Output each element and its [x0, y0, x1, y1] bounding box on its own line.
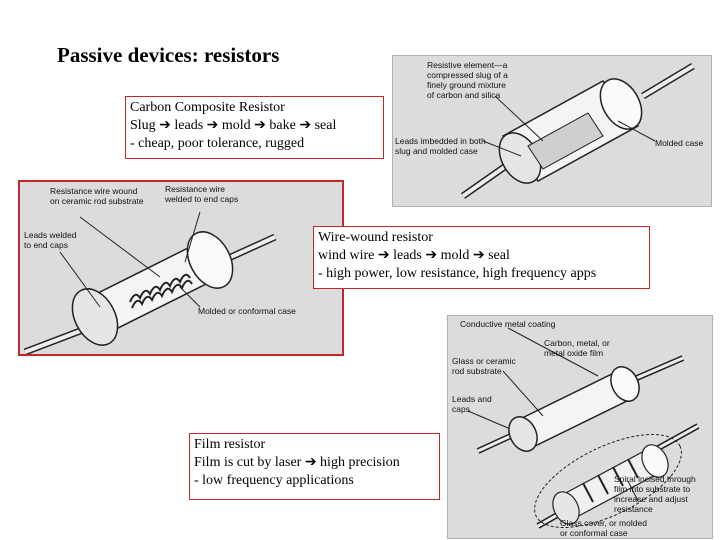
carbon-caption-title: Carbon Composite Resistor	[130, 100, 285, 115]
wirewound-welded-label-1: Resistance wire	[165, 184, 225, 194]
wirewound-welded-label-2: welded to end caps	[165, 194, 239, 204]
carbon-resistor-figure: Resistive element—a compressed slug of a…	[392, 55, 712, 207]
carbon-element-label-3: finely ground mixture	[427, 80, 506, 90]
wirewound-caption-title: Wire-wound resistor	[318, 230, 433, 245]
wirewound-resistor-drawing	[23, 211, 277, 354]
wirewound-wire-label-2: on ceramic rod substrate	[50, 196, 144, 206]
carbon-element-label-2: compressed slug of a	[427, 70, 508, 80]
carbon-leads-label-2: slug and molded case	[395, 146, 478, 156]
carbon-element-label-4: of carbon and silica	[427, 90, 501, 100]
wirewound-case-label: Molded or conformal case	[198, 306, 296, 316]
film-spiral-label-4: resistance	[614, 504, 653, 514]
wirewound-resistor-figure: Resistance wire wound on ceramic rod sub…	[18, 180, 344, 356]
carbon-case-label: Molded case	[655, 138, 704, 148]
film-resistor-drawing	[467, 327, 700, 529]
film-spiral-label-1: Spiral incised through	[614, 474, 696, 484]
carbon-resistor-drawing	[460, 62, 695, 199]
carbon-caption-process: Slug ➔ leads ➔ mold ➔ bake ➔ seal	[130, 118, 337, 133]
carbon-leads-label-1: Leads imbedded in both	[395, 136, 486, 146]
wirewound-wire-label-1: Resistance wire wound	[50, 186, 138, 196]
film-spiral-label-2: film into substrate to	[614, 484, 691, 494]
slide-title: Passive devices: resistors	[57, 43, 280, 67]
wirewound-leads-label-2: to end caps	[24, 240, 68, 250]
wirewound-caption-process: wind wire ➔ leads ➔ mold ➔ seal	[318, 248, 510, 263]
film-resistor-figure: Conductive metal coating Carbon, metal, …	[447, 315, 713, 539]
film-spiral-label-3: increase and adjust	[614, 494, 688, 504]
film-film-label-2: metal oxide film	[544, 348, 604, 358]
carbon-resistor-caption: Carbon Composite Resistor Slug ➔ leads ➔…	[125, 96, 384, 159]
carbon-caption-properties: - cheap, poor tolerance, rugged	[130, 136, 305, 151]
film-caption-title: Film resistor	[194, 437, 266, 452]
film-leads-label-1: Leads and	[452, 394, 492, 404]
carbon-element-label-1: Resistive element—a	[427, 60, 508, 70]
wirewound-caption-properties: - high power, low resistance, high frequ…	[318, 266, 597, 281]
film-caption-properties: - low frequency applications	[194, 473, 354, 488]
film-glass-label-1: Glass or ceramic	[452, 356, 516, 366]
wirewound-leads-label-1: Leads welded	[24, 230, 77, 240]
film-resistor-caption: Film resistor Film is cut by laser ➔ hig…	[189, 433, 440, 500]
film-coating-label: Conductive metal coating	[460, 319, 556, 329]
film-film-label-1: Carbon, metal, or	[544, 338, 610, 348]
film-cover-label-2: or conformal case	[560, 528, 628, 538]
film-glass-label-2: rod substrate	[452, 366, 502, 376]
film-cover-label-1: Glass cover, or molded	[560, 518, 647, 528]
film-caption-process: Film is cut by laser ➔ high precision	[194, 455, 400, 470]
film-leads-label-2: caps	[452, 404, 470, 414]
wirewound-resistor-caption: Wire-wound resistor wind wire ➔ leads ➔ …	[313, 226, 650, 289]
